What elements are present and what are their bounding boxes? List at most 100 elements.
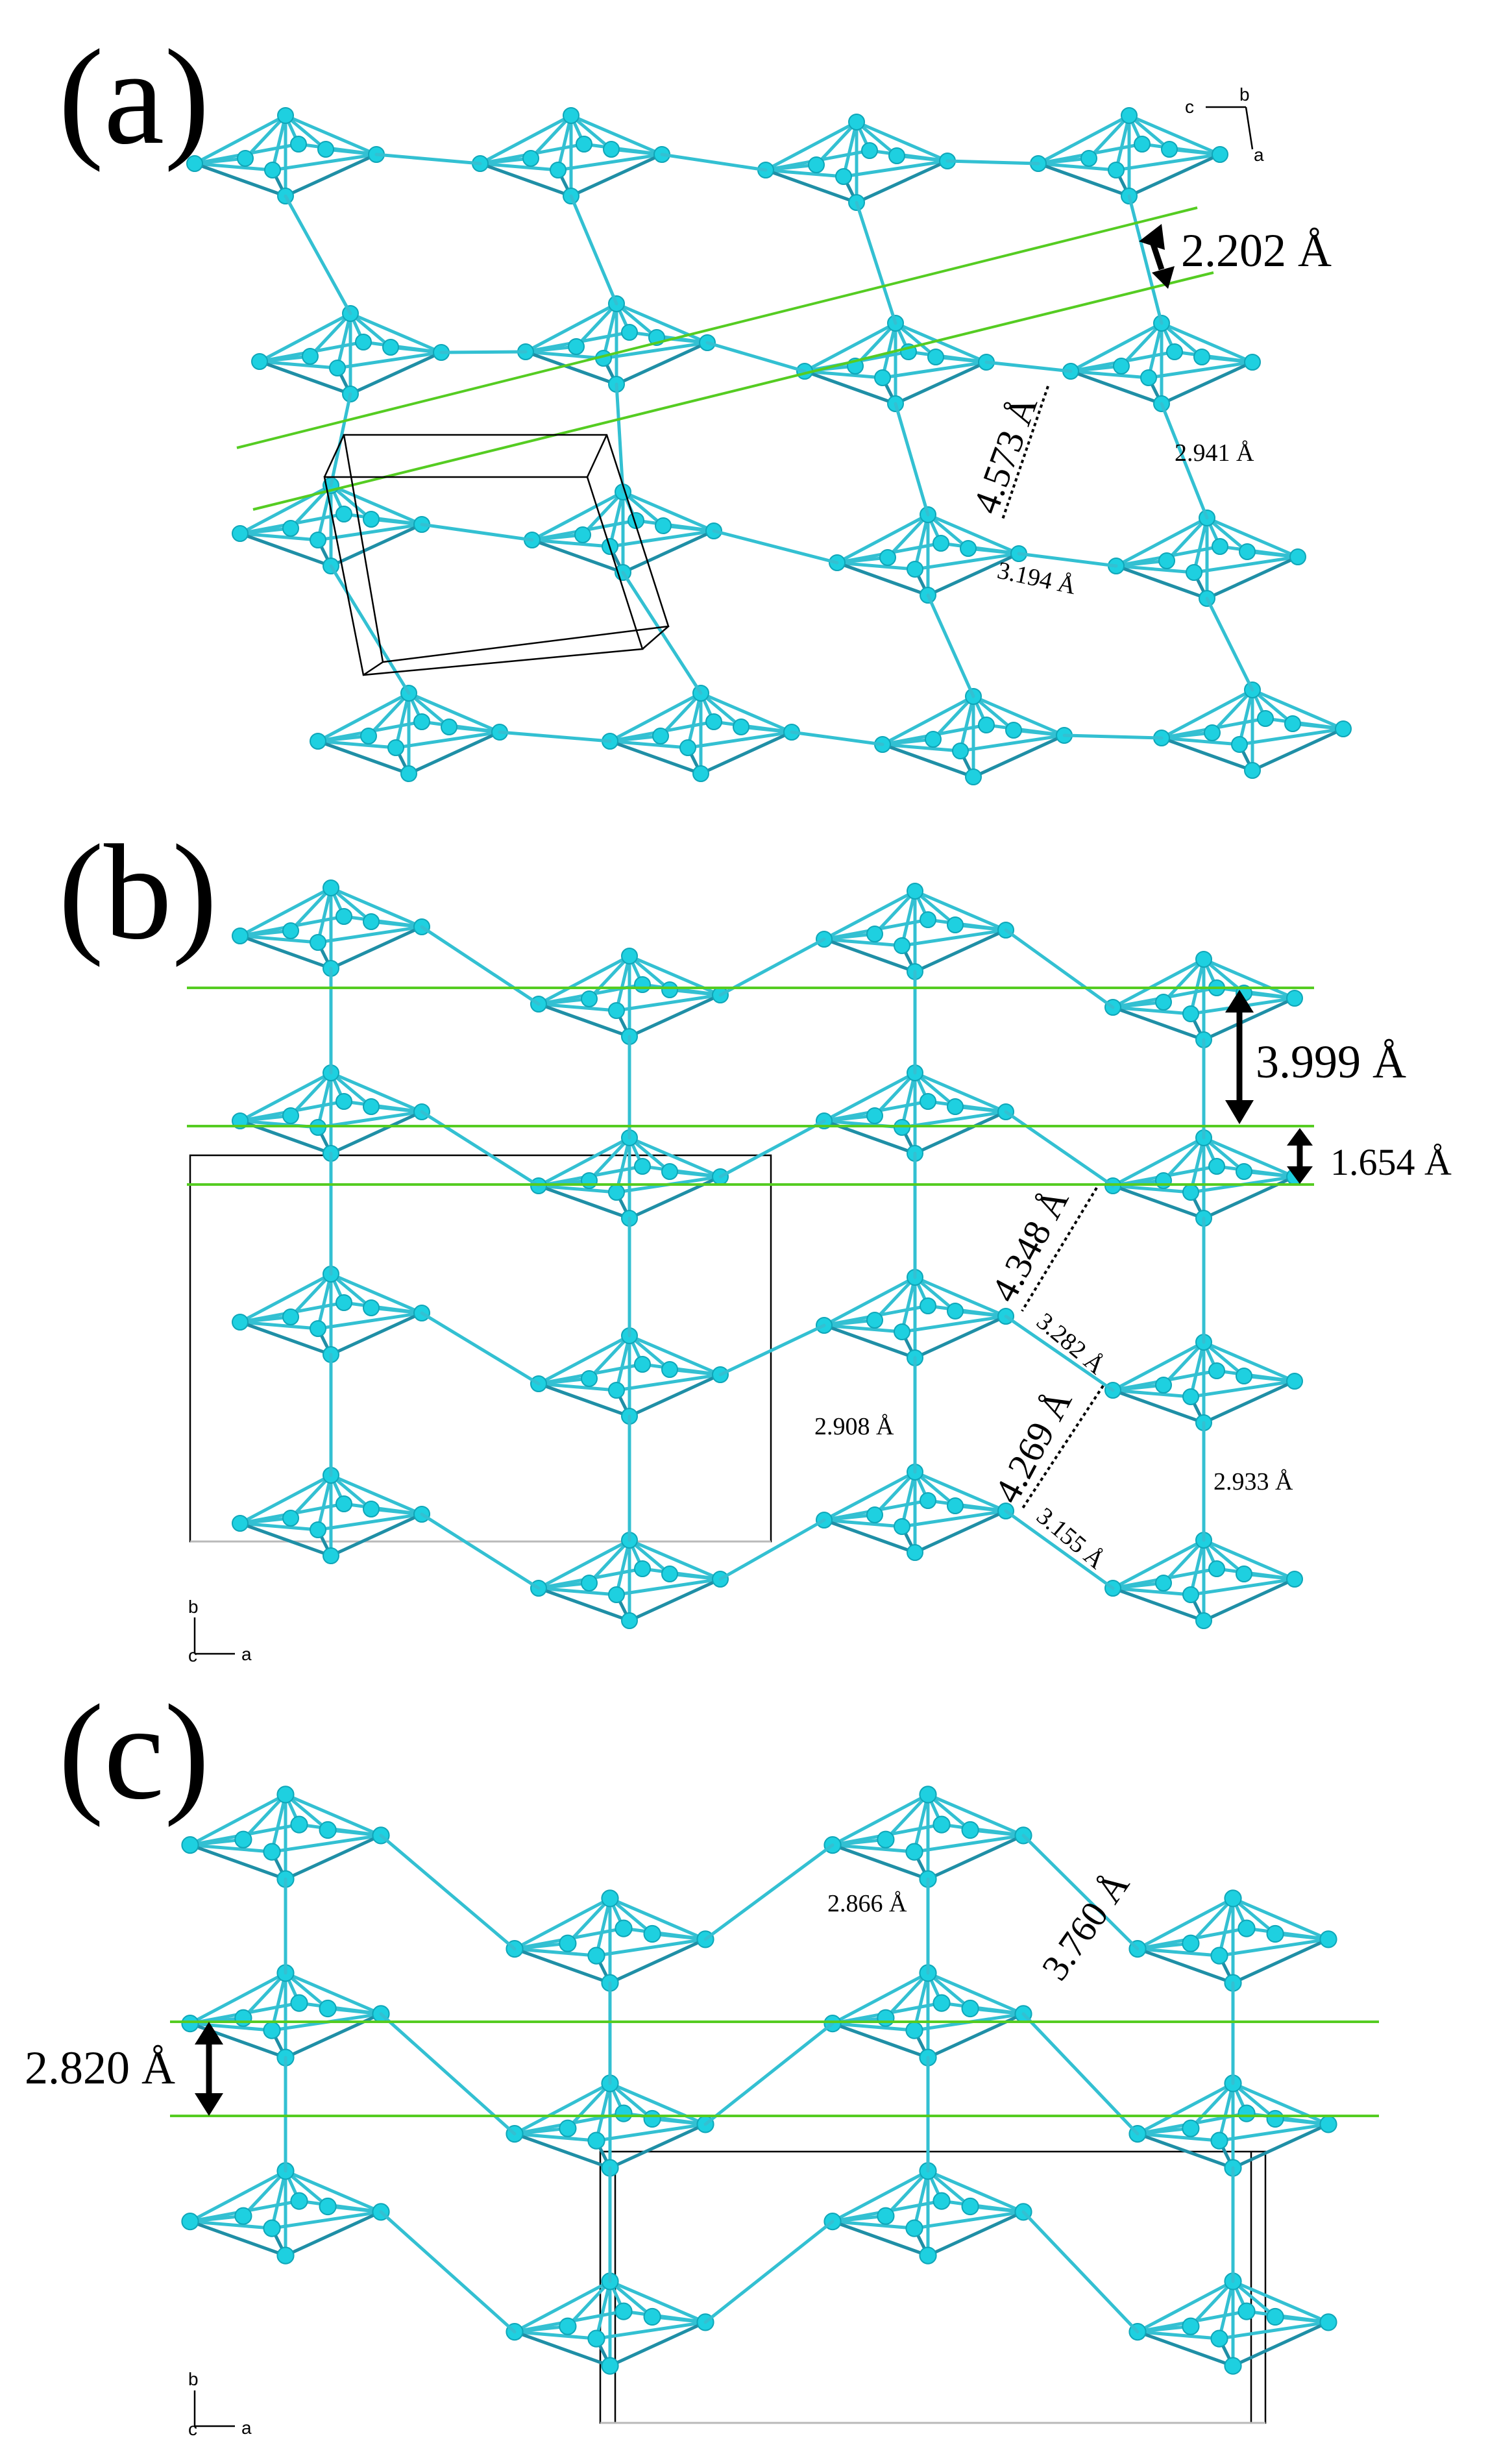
panel-b-cluster-bond	[238, 1521, 333, 1558]
panel-c-cluster-bond	[608, 2279, 707, 2324]
panel-a-cluster-link-bond	[945, 159, 1040, 166]
panel-b-cluster-bond	[369, 1507, 424, 1516]
panel-c-label: (c)	[58, 1677, 210, 1828]
panel-b-cluster-bond	[1111, 1340, 1206, 1392]
panel-b-distance-5: 2.908 Å	[814, 1413, 894, 1440]
panel-b-cluster-atom	[947, 1303, 964, 1320]
panel-a-cluster-bond	[581, 490, 625, 537]
panel-c-cluster-bond	[513, 2132, 598, 2143]
panel-c-cluster-atom	[1182, 2317, 1200, 2335]
panel-c-cluster-bond	[1273, 1932, 1330, 1941]
panel-c-axis-b: b	[188, 2369, 199, 2389]
panel-c-cluster-bond	[608, 2279, 654, 2318]
panel-b-cluster-bond	[1111, 1136, 1206, 1188]
panel-b-cluster-atom	[661, 981, 678, 998]
panel-a-cluster-atom	[310, 733, 326, 750]
panel-a-cluster-bond	[1012, 728, 1066, 737]
panel-a-cluster-bond	[348, 312, 393, 349]
panel-c-cluster-bond	[926, 2169, 972, 2208]
panel-a-cluster-bond	[1192, 555, 1300, 574]
panel-c-cluster-bond	[270, 2210, 383, 2230]
panel-b-cluster-bond	[329, 925, 424, 970]
panel-c-cluster-bond	[650, 2117, 707, 2126]
panel-c-cluster-bond	[608, 2122, 707, 2170]
panel-a-cluster-bond	[894, 321, 938, 359]
panel-b-cluster-atom	[1195, 951, 1212, 968]
panel-b-cluster-atom	[1182, 1586, 1199, 1603]
panel-a-cluster-atom	[1108, 162, 1125, 178]
panel-a-cluster-atom	[705, 713, 722, 730]
panel-b-cluster-bond	[537, 1581, 591, 1590]
panel-b-cluster-atom	[608, 1184, 625, 1201]
panel-b-cluster-bond	[316, 1272, 333, 1331]
panel-b-distance-6: 2.933 Å	[1213, 1468, 1293, 1495]
panel-c-cluster-atom	[905, 2021, 923, 2039]
panel-c-cluster-atom	[587, 2131, 605, 2150]
panel-a-cluster-bond	[602, 302, 618, 360]
panel-a-cluster-bond	[569, 114, 613, 151]
panel-a-cluster-bond	[926, 513, 970, 550]
panel-b-cluster-bond	[1202, 1538, 1246, 1576]
panel-b-cluster-bond	[873, 1470, 917, 1517]
panel-b-cluster-atom	[310, 934, 326, 951]
panel-a-cluster-bond	[258, 312, 352, 363]
panel-b-cluster-bond	[913, 889, 957, 927]
panel-c-cluster-bond	[1231, 2279, 1277, 2318]
panel-a-cluster-bond	[686, 730, 794, 750]
panel-b-cluster-atom	[1208, 1560, 1225, 1577]
panel-c-cluster-bond	[926, 1834, 1025, 1881]
panel-c-cluster-atom	[1319, 2313, 1337, 2331]
panel-a-cluster-link-bond	[984, 360, 1073, 373]
panel-c-structure	[181, 1786, 1337, 2375]
panel-b-cluster-bond	[822, 1518, 904, 1529]
panel-c-cluster-bond	[831, 2022, 930, 2059]
panel-c-cluster-bond	[831, 2220, 916, 2230]
panel-a-cluster-bond	[1238, 688, 1254, 746]
panel-a-cluster-atom	[1244, 762, 1261, 779]
panel-a-cluster-bond	[881, 743, 975, 779]
panel-c-cluster-atom	[933, 1815, 951, 1834]
panel-a-cluster-bond	[1069, 321, 1164, 373]
panel-a-cluster-atom	[1204, 724, 1221, 741]
panel-c-cluster-atom	[290, 2192, 308, 2210]
panel-c-cluster-bond	[1217, 2122, 1330, 2143]
panel-c-cluster-bond	[831, 1843, 930, 1881]
panel-a-cluster-bond	[699, 691, 743, 729]
panel-c-cluster-atom	[263, 2021, 281, 2039]
panel-b-cluster-link-bond	[1004, 1509, 1115, 1590]
panel-c-cluster-atom	[905, 2219, 923, 2237]
panel-c-cluster-atom	[643, 2307, 661, 2326]
panel-c-cluster-bond	[1136, 2132, 1221, 2143]
panel-b-cluster-bond	[953, 923, 1008, 932]
panel-a-cluster-bond	[1114, 559, 1169, 568]
panel-b-cluster-atom	[363, 1098, 380, 1115]
panel-c-cluster-bond	[926, 2169, 1025, 2214]
panel-c-cluster-bond	[594, 1897, 612, 1958]
panel-a-cluster-bond	[407, 730, 502, 776]
panel-b-cluster-atom	[1236, 1566, 1252, 1582]
panel-b-cluster-bond	[822, 937, 917, 974]
panel-a-cluster-bond	[913, 513, 930, 571]
panel-a-cluster-bond	[855, 120, 949, 163]
panel-b-cluster-atom	[335, 1093, 352, 1110]
panel-b-cluster-bond	[329, 1272, 424, 1315]
panel-b-cluster-bond	[822, 1513, 877, 1522]
panel-a-cluster-bond	[1210, 688, 1254, 735]
panel-c-cluster-atom	[1266, 2307, 1284, 2326]
panel-c-cluster-bond	[912, 1793, 930, 1854]
panel-c-cluster-atom	[263, 2219, 281, 2237]
panel-a-cluster-bond	[258, 360, 339, 370]
panel-a-cluster-bond	[803, 369, 897, 406]
panel-b-cluster-atom	[335, 908, 352, 925]
panel-a-cluster-bond	[329, 484, 373, 521]
panel-b-cluster-bond	[316, 886, 333, 944]
panel-b-cluster-bond	[900, 1470, 917, 1529]
panel-a-cluster-bond	[329, 522, 424, 568]
panel-a-cluster-atom	[835, 168, 852, 185]
panel-b-cluster-atom	[581, 1575, 598, 1591]
panel-a-cluster-atom	[1212, 538, 1228, 555]
panel-a-cluster-atom	[733, 718, 750, 735]
panel-a-cluster-bond	[447, 725, 502, 734]
panel-a-cluster-bond	[284, 153, 378, 198]
panel-a-cluster-bond	[258, 360, 352, 396]
